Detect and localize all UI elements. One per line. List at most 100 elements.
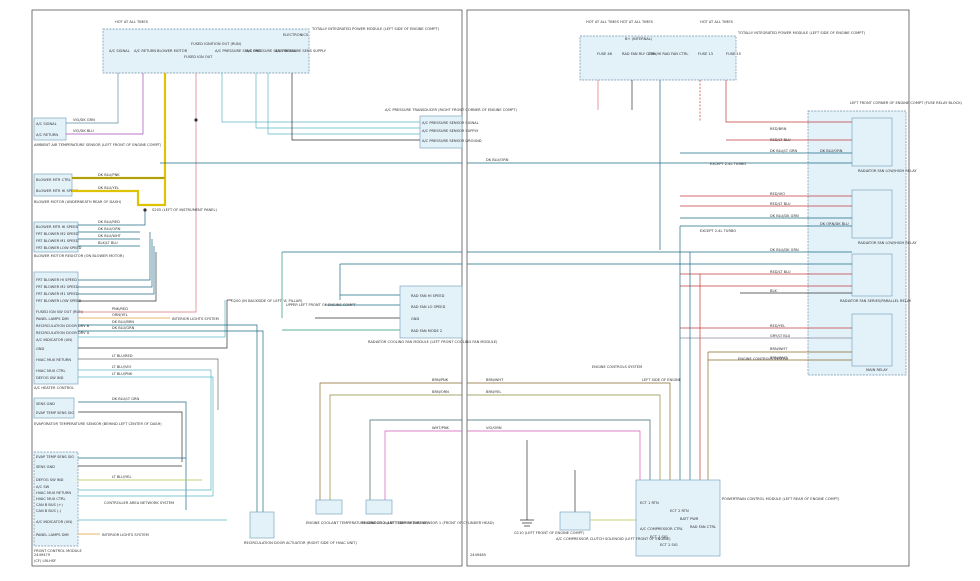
svg-text:SENS GND: SENS GND xyxy=(36,465,55,469)
svg-text:RAD FAN MODE 2: RAD FAN MODE 2 xyxy=(411,329,442,333)
svg-text:DK BLU/GRN: DK BLU/GRN xyxy=(112,326,135,330)
svg-text:RECIRCULATION DOOR ACTUATOR (R: RECIRCULATION DOOR ACTUATOR (RIGHT SIDE … xyxy=(244,541,358,545)
left-module-pin-3: BLOWER MOTOR xyxy=(157,49,188,53)
svg-text:LT BLU/VIO: LT BLU/VIO xyxy=(112,365,131,369)
svg-text:RED/VIO: RED/VIO xyxy=(770,192,785,196)
splice-dot xyxy=(143,208,147,212)
svg-text:BLK/LT BLU: BLK/LT BLU xyxy=(98,241,118,245)
svg-text:RECIRCULATION DOOR DRV B: RECIRCULATION DOOR DRV B xyxy=(36,324,90,328)
ref-except-turbo-2: EXCEPT 2.4L TURBO xyxy=(700,229,736,233)
left-sheet-frame xyxy=(31,9,463,567)
svg-text:BLOWER MTR HI SPEED: BLOWER MTR HI SPEED xyxy=(36,189,78,193)
transducer-wires xyxy=(380,121,420,135)
svg-text:A/C RETURN: A/C RETURN xyxy=(36,133,58,137)
svg-text:HVAC MUX RETURN: HVAC MUX RETURN xyxy=(36,491,71,495)
svg-text:FUSE 13: FUSE 13 xyxy=(698,52,713,56)
blower-resistor-label: BLOWER MOTOR RESISTOR (ON BLOWER MOTOR) xyxy=(34,254,124,258)
blower-motor-label: BLOWER MOTOR (UNDERNEATH REAR OF DASH) xyxy=(34,200,122,204)
ground-g110: G110 (LEFT FRONT OF ENGINE COMPT) xyxy=(514,519,585,535)
svg-text:ECT 2 SIG: ECT 2 SIG xyxy=(660,543,678,547)
svg-text:SENS GND: SENS GND xyxy=(36,402,55,406)
ffc-module-component: EVAP TEMP SENS SIG SENS GND DEFOG SW IND… xyxy=(33,451,82,553)
svg-text:ENGINE COOLANT TEMPERATURE SEN: ENGINE COOLANT TEMPERATURE SENSOR 2 (LEF… xyxy=(306,521,429,525)
svg-text:DK BLU/RED: DK BLU/RED xyxy=(98,220,120,224)
svg-text:DK BLU/BRN: DK BLU/BRN xyxy=(112,320,134,324)
svg-text:BLK: BLK xyxy=(770,289,777,293)
left-module-pin-7: A/C PRESSURE SENS SUPPLY xyxy=(275,49,327,53)
svg-text:LOW/HI RAD FAN CTRL: LOW/HI RAD FAN CTRL xyxy=(648,52,688,56)
svg-text:VIO/DK GRN: VIO/DK GRN xyxy=(73,118,95,122)
pressure-transducer-label: A/C PRESSURE TRANSDUCER (RIGHT FRONT COR… xyxy=(385,108,518,112)
svg-text:RED/BRN: RED/BRN xyxy=(770,127,787,131)
radiator-ground-label: UPPER LEFT FRONT OF ENGINE COMPT xyxy=(286,303,356,307)
svg-text:CAN B BUS (+): CAN B BUS (+) xyxy=(36,503,63,507)
svg-text:FRT BLOWER M1 SPEED: FRT BLOWER M1 SPEED xyxy=(36,239,79,243)
relay-fan-label: RADIATOR FAN LOW/HIGH RELAY xyxy=(858,241,917,245)
svg-text:DK BLU/WHT: DK BLU/WHT xyxy=(98,234,122,238)
right-wire-labels: RED/BRN RED/LT BLU DK BLU/LT GRN DK BLU/… xyxy=(486,127,849,430)
ffc-module-label: FRONT CONTROL MODULE xyxy=(34,549,82,553)
svg-text:A/C INDICATOR (UN): A/C INDICATOR (UN) xyxy=(36,520,73,524)
left-fuse-label: FUSED IGNITION OUT (RUN) xyxy=(191,42,242,46)
svg-text:A/C COMPRESSOR CLUTCH SOLENOID: A/C COMPRESSOR CLUTCH SOLENOID (LEFT FRO… xyxy=(556,537,671,541)
right-wires xyxy=(467,80,852,521)
left-hot-label: HOT AT ALL TIMES xyxy=(115,20,149,24)
svg-text:DEFOG SW IND: DEFOG SW IND xyxy=(36,478,64,482)
blower-motor-component: BLOWER MTR CTRL BLOWER MTR HI SPEED BLOW… xyxy=(33,173,122,204)
left-module-pin-4: FUSED IGN OUT xyxy=(184,55,213,59)
svg-text:DK BLU/PNK: DK BLU/PNK xyxy=(98,173,120,177)
svg-text:BATT PWR: BATT PWR xyxy=(680,517,699,521)
svg-text:RAD FAN RLY CTRL: RAD FAN RLY CTRL xyxy=(622,52,655,56)
hvac-control-label: A/C HEATER CONTROL xyxy=(34,386,74,390)
svg-text:FRT BLOWER M1 SPEED: FRT BLOWER M1 SPEED xyxy=(36,292,79,296)
ref-except-turbo-1: EXCEPT 2.4L TURBO xyxy=(710,162,746,166)
svg-text:DK BLU/LT GRN: DK BLU/LT GRN xyxy=(770,149,798,153)
ref-engine-controls-2: ENGINE CONTROLS SYSTEM xyxy=(738,357,788,361)
svg-text:G110 (LEFT FRONT OF ENGINE COM: G110 (LEFT FRONT OF ENGINE COMPT) xyxy=(514,531,585,535)
svg-text:GND: GND xyxy=(36,347,44,351)
ambient-sensor-label: AMBIENT AIR TEMPERATURE SENSOR (LEFT FRO… xyxy=(34,143,162,147)
svg-text:ECT 2 RTN: ECT 2 RTN xyxy=(670,509,689,513)
svg-text:BRN/YEL: BRN/YEL xyxy=(486,390,501,394)
svg-text:LT BLU/PNK: LT BLU/PNK xyxy=(112,372,133,376)
svg-text:RECIRCULATION DOOR DRV A: RECIRCULATION DOOR DRV A xyxy=(36,331,90,335)
svg-text:BRN/ORN: BRN/ORN xyxy=(432,390,449,394)
svg-text:FRT BLOWER LOW SPEED: FRT BLOWER LOW SPEED xyxy=(36,246,82,250)
svg-text:EVAP TEMP SENS SIG: EVAP TEMP SENS SIG xyxy=(36,411,74,415)
svg-text:ORN/YEL: ORN/YEL xyxy=(112,313,128,317)
svg-text:BLOWER MTR CTRL: BLOWER MTR CTRL xyxy=(36,178,71,182)
svg-text:HOT AT ALL TIMES: HOT AT ALL TIMES xyxy=(586,20,620,24)
relay-series-label: RADIATOR FAN SERIES/PARALLEL RELAY xyxy=(840,299,912,303)
svg-text:DK BLU/YEL: DK BLU/YEL xyxy=(98,186,119,190)
svg-text:DEFOG SW IND: DEFOG SW IND xyxy=(36,376,64,380)
left-legend: (CF) LRLHSF xyxy=(34,559,56,563)
svg-text:WHT/PNK: WHT/PNK xyxy=(432,426,450,430)
splice-s205-label: S205 (LEFT OF INSTRUMENT PANEL) xyxy=(152,208,217,212)
svg-text:VIO/DK BLU: VIO/DK BLU xyxy=(73,129,94,133)
right-sheet-id: 2449485 xyxy=(470,553,486,557)
left-module-pin-6: A/C PRESSURE SENS SIGNAL xyxy=(246,49,297,53)
svg-text:BLOWER MTR HI SPEED: BLOWER MTR HI SPEED xyxy=(36,225,78,229)
svg-text:CAN B BUS (-): CAN B BUS (-) xyxy=(36,509,62,513)
svg-text:FRT BLOWER LOW SPEED: FRT BLOWER LOW SPEED xyxy=(36,299,82,303)
svg-text:HOT AT ALL TIMES: HOT AT ALL TIMES xyxy=(700,20,734,24)
ambient-sensor-component: A/C SIGNAL A/C RETURN AMBIENT AIR TEMPER… xyxy=(33,117,162,147)
left-module-pin-8: ELECTRONICS xyxy=(283,33,309,37)
svg-text:BRN/WHT: BRN/WHT xyxy=(770,347,788,351)
svg-text:PANEL LAMPS DIM: PANEL LAMPS DIM xyxy=(36,533,69,537)
svg-text:DK ORN/DK BLU: DK ORN/DK BLU xyxy=(820,222,849,226)
splice-dot xyxy=(194,118,198,122)
right-sheet-frame xyxy=(466,9,910,567)
left-wires xyxy=(66,73,462,535)
svg-text:FRT BLOWER M2 SPEED: FRT BLOWER M2 SPEED xyxy=(36,232,79,236)
left-module-pin-1: A/C SIGNAL xyxy=(109,49,130,53)
svg-text:GND: GND xyxy=(411,317,419,321)
svg-text:DK BLU/DK GRN: DK BLU/DK GRN xyxy=(770,248,799,252)
svg-text:RAD FAN HI SPEED: RAD FAN HI SPEED xyxy=(411,294,445,298)
left-module-pin-2: A/C RETURN xyxy=(134,49,156,53)
svg-text:PANEL LAMPS DIM: PANEL LAMPS DIM xyxy=(36,317,69,321)
svg-text:A/C COMPRESSOR CTRL: A/C COMPRESSOR CTRL xyxy=(640,527,683,531)
svg-text:A/C SIGNAL: A/C SIGNAL xyxy=(36,122,57,126)
ground-g200-label: G200 (IN BACKSIDE OF LEFT 'A' PILLAR) xyxy=(231,299,303,303)
